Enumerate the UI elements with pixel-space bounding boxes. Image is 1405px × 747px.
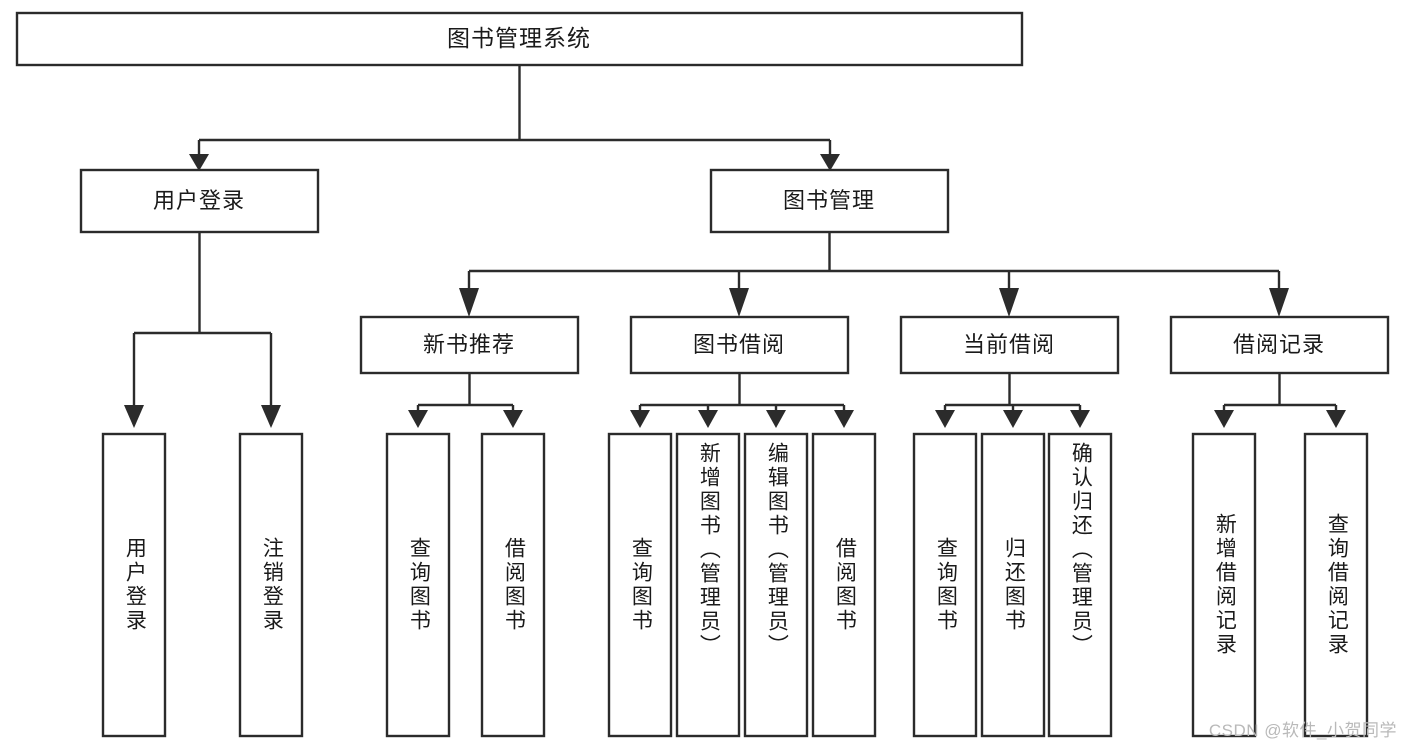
node-label-current-borrow: 当前借阅 xyxy=(963,332,1055,357)
leaf-box-borrow-books-nbr[interactable] xyxy=(480,432,546,738)
node-box-borrow-record[interactable] xyxy=(1169,315,1390,375)
arrowhead-bb-leaf-2 xyxy=(698,410,718,428)
leaf-box-query-borrow-record[interactable] xyxy=(1303,432,1369,738)
node-box-current-borrow[interactable] xyxy=(899,315,1120,375)
arrowhead-new-book-rec xyxy=(459,288,479,317)
node-box-user-login[interactable] xyxy=(79,168,320,234)
leaf-box-add-book-admin[interactable] xyxy=(675,432,741,738)
arrowhead-leaf-user-login xyxy=(124,405,144,428)
node-label-book-management: 图书管理 xyxy=(783,188,875,213)
arrowhead-borrow-record xyxy=(1269,288,1289,317)
node-box-book-borrow[interactable] xyxy=(629,315,850,375)
leaf-box-logout[interactable] xyxy=(238,432,304,738)
node-label-new-book-recommend: 新书推荐 xyxy=(423,332,515,357)
node-box-root[interactable] xyxy=(15,11,1024,67)
node-label-borrow-record: 借阅记录 xyxy=(1233,332,1325,357)
node-label-book-borrow: 图书借阅 xyxy=(693,332,785,357)
arrowhead-current-borrow xyxy=(999,288,1019,317)
node-label-user-login: 用户登录 xyxy=(153,188,245,213)
arrowhead-cb-leaf-2 xyxy=(1003,410,1023,428)
arrowhead-br-leaf-2 xyxy=(1326,410,1346,428)
leaf-box-add-borrow-record[interactable] xyxy=(1191,432,1257,738)
leaf-box-edit-book-admin[interactable] xyxy=(743,432,809,738)
arrowhead-book-borrow xyxy=(729,288,749,317)
leaf-box-query-books-nbr[interactable] xyxy=(385,432,451,738)
leaf-box-borrow-books-bb[interactable] xyxy=(811,432,877,738)
edges-layer xyxy=(124,65,1346,428)
leaf-box-user-login[interactable] xyxy=(101,432,167,738)
node-box-book-management[interactable] xyxy=(709,168,950,234)
arrowhead-cb-leaf-3 xyxy=(1070,410,1090,428)
leaf-box-return-books[interactable] xyxy=(980,432,1046,738)
csdn-watermark: CSDN @软件_小贺同学 xyxy=(1208,721,1397,740)
leaf-box-query-books-bb[interactable] xyxy=(607,432,673,738)
arrowhead-cb-leaf-1 xyxy=(935,410,955,428)
arrowhead-user-login xyxy=(189,154,209,171)
node-box-new-book-recommend[interactable] xyxy=(359,315,580,375)
nodes-layer: 图书管理系统 用户登录 图书管理 新书推荐 图书借阅 当前借阅 借阅记录 xyxy=(15,11,1390,738)
leaf-box-query-books-cb[interactable] xyxy=(912,432,978,738)
arrowhead-bb-leaf-4 xyxy=(834,410,854,428)
arrowhead-bb-leaf-3 xyxy=(766,410,786,428)
arrowhead-leaf-logout xyxy=(261,405,281,428)
arrowhead-nbr-leaf-2 xyxy=(503,410,523,428)
arrowhead-nbr-leaf-1 xyxy=(408,410,428,428)
leaf-box-confirm-return-admin[interactable] xyxy=(1047,432,1113,738)
arrowhead-bb-leaf-1 xyxy=(630,410,650,428)
arrowhead-book-mgmt xyxy=(820,154,840,171)
node-label-root: 图书管理系统 xyxy=(447,25,591,51)
arrowhead-br-leaf-1 xyxy=(1214,410,1234,428)
